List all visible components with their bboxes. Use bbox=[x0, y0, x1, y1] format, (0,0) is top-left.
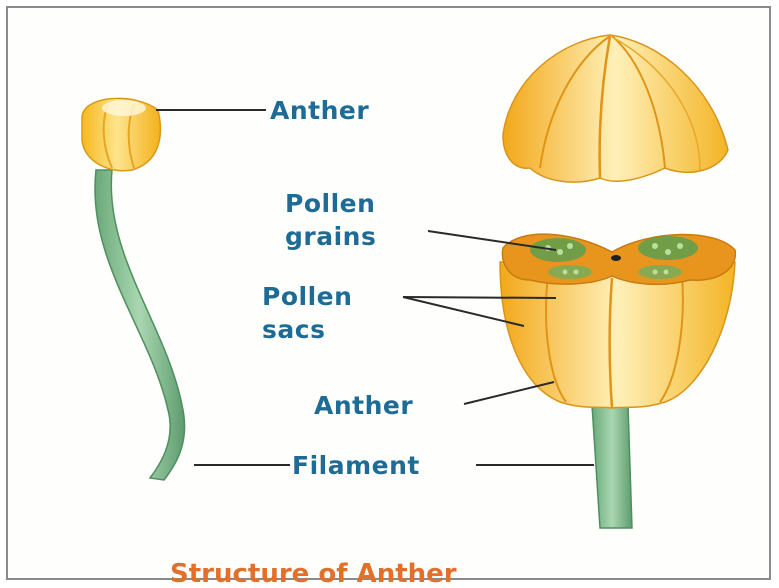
anther-section bbox=[500, 234, 735, 528]
diagram-title: Structure of Anther bbox=[170, 559, 457, 588]
label-filament: Filament bbox=[292, 451, 420, 480]
left-stamen bbox=[82, 98, 185, 480]
anther-exterior bbox=[503, 35, 728, 182]
leader-anther-bottom bbox=[464, 382, 554, 404]
label-anther-bottom: Anther bbox=[314, 391, 413, 420]
label-anther-top: Anther bbox=[270, 96, 369, 125]
label-pollen-sacs-1: Pollen bbox=[262, 282, 352, 311]
left-anther bbox=[82, 98, 160, 170]
leader-pollen-sacs-a bbox=[403, 297, 556, 298]
label-pollen-grains-2: grains bbox=[285, 222, 376, 251]
label-pollen-grains-1: Pollen bbox=[285, 189, 375, 218]
label-pollen-sacs-2: sacs bbox=[262, 315, 325, 344]
left-filament bbox=[95, 170, 185, 480]
right-filament bbox=[592, 405, 632, 528]
